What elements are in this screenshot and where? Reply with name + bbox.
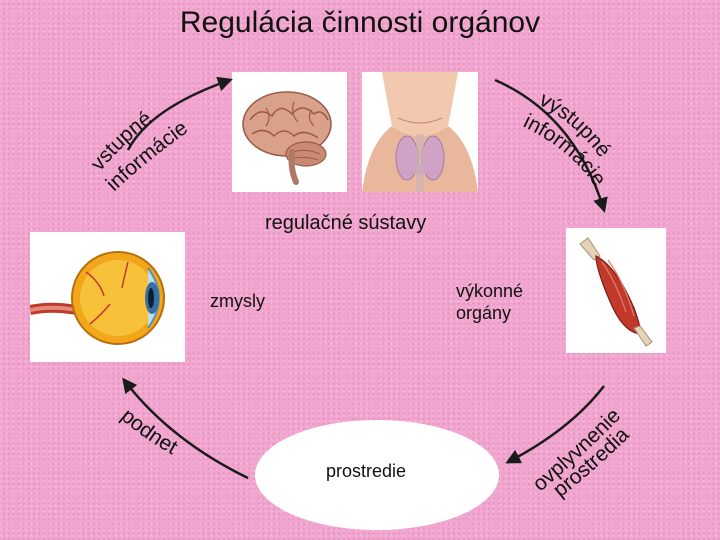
environment-ellipse — [255, 420, 499, 530]
environment-label: prostredie — [326, 461, 407, 481]
senses-label: zmysly — [210, 291, 265, 311]
page-title: Regulácia činnosti orgánov — [179, 6, 541, 39]
arc-stimulus: podnet — [117, 404, 182, 459]
thyroid-image — [362, 72, 478, 192]
center-label: regulačné sústavy — [265, 212, 427, 234]
effectors-label-line1: výkonné — [456, 281, 524, 301]
arrow-input — [126, 76, 233, 151]
eye-image — [30, 232, 185, 362]
muscle-image — [566, 228, 666, 353]
arrow-stimulus — [122, 377, 249, 480]
brain-image — [232, 72, 347, 192]
effectors-label-line2: orgány — [456, 303, 512, 323]
arrow-effect — [505, 385, 605, 464]
arrow-output — [494, 78, 608, 213]
